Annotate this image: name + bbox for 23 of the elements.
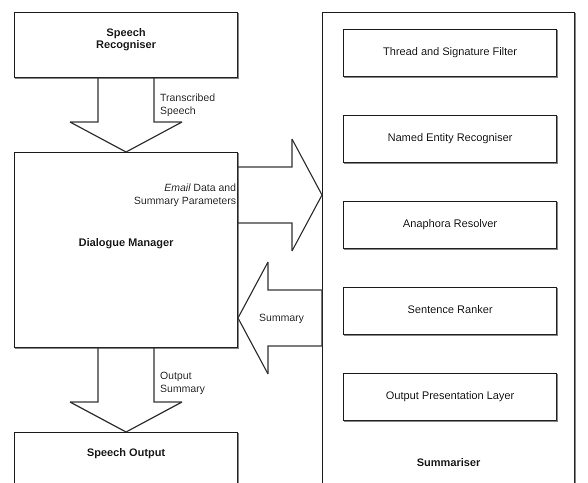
module-box	[343, 29, 557, 77]
block-arrow	[237, 261, 323, 375]
component-box	[14, 12, 238, 78]
node-label: Speech Recogniser	[95, 27, 157, 51]
module-box	[343, 373, 557, 421]
block-arrow	[237, 138, 323, 252]
component-box	[14, 152, 238, 348]
node-label: Output Presentation Layer	[384, 390, 516, 402]
component-box	[14, 432, 238, 483]
node-label: Summariser	[416, 457, 482, 469]
block-arrow	[69, 77, 183, 153]
node-label: Dialogue Manager	[78, 237, 174, 249]
node-label: Sentence Ranker	[406, 304, 494, 316]
edge-label: Summary	[259, 312, 303, 326]
module-box	[343, 287, 557, 335]
module-box	[343, 115, 557, 163]
node-label: Speech Output	[86, 447, 166, 459]
node-label: Thread and Signature Filter	[382, 46, 518, 58]
node-label: Named Entity Recogniser	[386, 132, 514, 144]
node-label: Anaphora Resolver	[402, 218, 498, 230]
module-box	[343, 201, 557, 249]
component-box	[322, 12, 575, 483]
block-arrow	[69, 347, 183, 433]
